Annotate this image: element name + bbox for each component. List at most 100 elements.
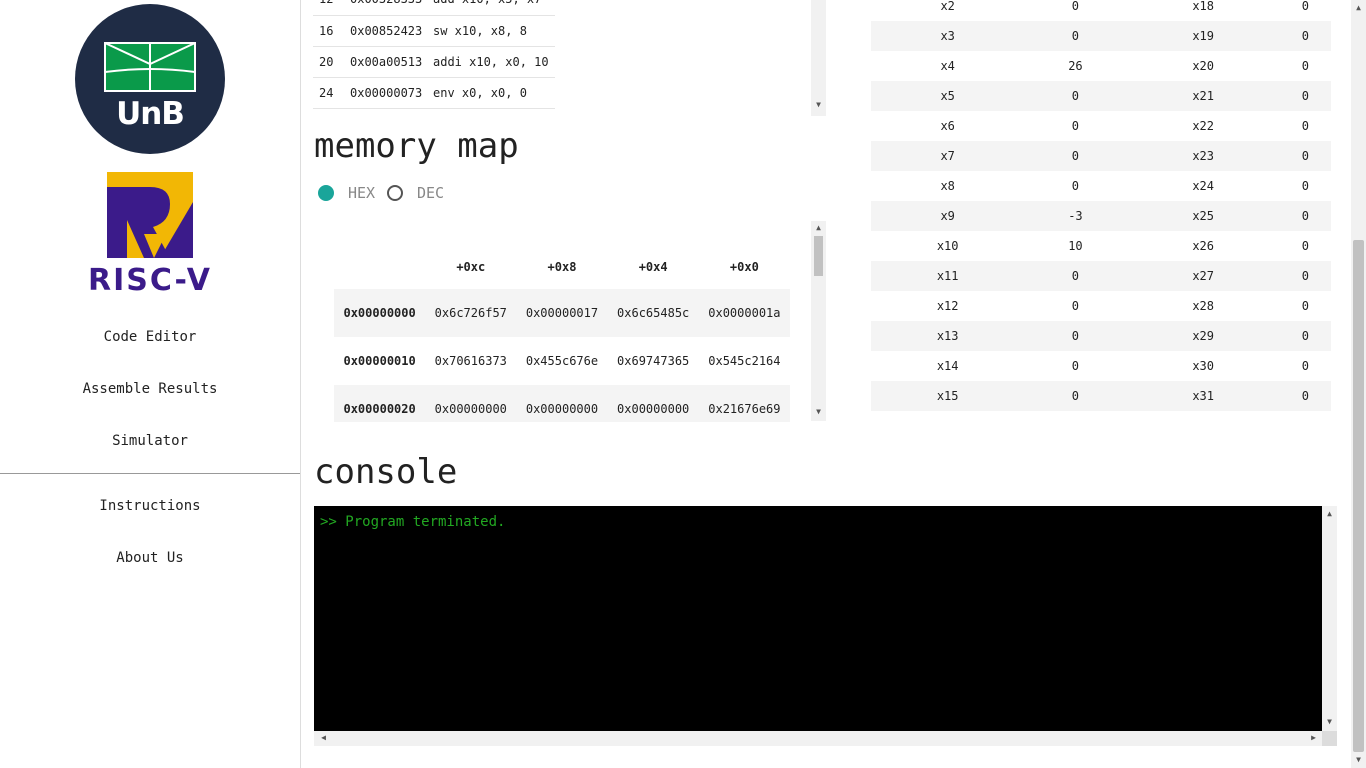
instruction-hex: 0x00852423 (350, 15, 433, 47)
dec-radio-label[interactable]: DEC (417, 184, 445, 202)
scroll-down-arrow-icon[interactable]: ▼ (1356, 755, 1361, 764)
instruction-row: 120x00328333add x10, x5, x7 (313, 0, 555, 16)
scroll-down-arrow-icon[interactable]: ▼ (816, 100, 821, 109)
unb-flag-icon (104, 42, 196, 92)
console-horizontal-scrollbar[interactable]: ◀ ▶ (314, 731, 1322, 746)
instruction-hex: 0x00328333 (350, 0, 433, 16)
register-value: 0 (1071, 359, 1080, 373)
memory-cell: 0x69747365 (617, 354, 690, 368)
register-name: x15 (871, 381, 1025, 411)
register-name: x13 (871, 321, 1025, 351)
scroll-up-arrow-icon[interactable]: ▲ (1356, 3, 1361, 12)
register-value: 0 (1279, 141, 1331, 171)
register-name: x19 (1126, 21, 1280, 51)
register-value: 0 (1024, 21, 1127, 51)
register-name: x21 (1126, 81, 1280, 111)
register-value: 0 (1071, 299, 1080, 313)
memory-column-header: +0x4 (638, 259, 668, 274)
scrollbar-corner (1322, 731, 1337, 746)
console-vertical-scrollbar[interactable]: ▲ ▼ (1322, 506, 1337, 731)
sidebar: UnB RISC-V Code Editor Assemble Results … (0, 0, 301, 768)
riscv-logo-text: RISC-V (88, 263, 212, 294)
console-title: console (314, 452, 458, 492)
instruction-hex: 0x00a00513 (350, 46, 433, 78)
register-value: 0 (1024, 141, 1127, 171)
memory-cell: 0x21676e69 (698, 385, 790, 422)
scroll-down-arrow-icon[interactable]: ▼ (1327, 717, 1332, 726)
memory-column-header (334, 244, 425, 289)
register-name: x27 (1126, 261, 1280, 291)
register-value: 0 (1301, 0, 1310, 13)
hex-radio[interactable] (318, 185, 334, 201)
memory-cell: 0x545c2164 (708, 354, 781, 368)
register-name: x11 (871, 261, 1025, 291)
register-name: x25 (1126, 201, 1280, 231)
register-value: 0 (1071, 119, 1080, 133)
nav-code-editor[interactable]: Code Editor (103, 329, 197, 345)
register-value: 0 (1301, 299, 1310, 313)
register-name: x2 (940, 0, 955, 13)
register-name: x30 (1192, 359, 1214, 373)
register-value: 0 (1071, 0, 1080, 13)
scroll-down-arrow-icon[interactable]: ▼ (816, 407, 821, 416)
memory-cell: 0x00000000 (607, 385, 699, 422)
page-scroll-thumb[interactable] (1353, 240, 1364, 752)
register-value: 0 (1279, 261, 1331, 291)
memory-column-header: +0x8 (547, 259, 577, 274)
register-name: x20 (1192, 59, 1214, 73)
scroll-right-arrow-icon[interactable]: ▶ (1311, 733, 1316, 742)
memory-column-header: +0x0 (729, 259, 759, 274)
register-value: 0 (1301, 239, 1310, 253)
memory-scrollbar[interactable]: ▲ ▼ (811, 221, 826, 421)
register-row: x2 0 x18 0 (871, 0, 1331, 21)
dec-radio[interactable] (387, 185, 403, 201)
memory-row-address: 0x00000010 (343, 354, 416, 368)
memory-cell: 0x70616373 (434, 354, 507, 368)
nav-about-us[interactable]: About Us (116, 550, 184, 566)
register-value: 26 (1068, 59, 1083, 73)
instruction-address: 20 (313, 46, 350, 78)
instruction-asm: add x10, x5, x7 (433, 0, 555, 16)
riscv-logo: RISC-V (88, 172, 212, 294)
register-value: 0 (1279, 321, 1331, 351)
scroll-up-arrow-icon[interactable]: ▲ (816, 223, 821, 232)
register-value: 0 (1024, 321, 1127, 351)
register-name: x23 (1126, 141, 1280, 171)
register-value: -3 (1024, 201, 1127, 231)
memory-scroll-thumb[interactable] (814, 236, 823, 276)
nav-simulator[interactable]: Simulator (112, 433, 188, 449)
register-name: x28 (1192, 299, 1214, 313)
register-name: x22 (1192, 119, 1214, 133)
page-scrollbar[interactable]: ▲ ▼ (1351, 0, 1366, 768)
register-name: x10 (936, 239, 959, 253)
register-value: 0 (1279, 81, 1331, 111)
register-name: x6 (940, 119, 955, 133)
scroll-up-arrow-icon[interactable]: ▲ (1327, 509, 1332, 518)
instruction-hex: 0x00000073 (350, 77, 433, 109)
register-name: x18 (1192, 0, 1214, 13)
scroll-left-arrow-icon[interactable]: ◀ (321, 733, 326, 742)
memory-cell: 0x00000000 (425, 385, 517, 422)
nav-assemble-results[interactable]: Assemble Results (82, 381, 218, 397)
register-value: 0 (1024, 381, 1127, 411)
unb-logo-text: UnB (116, 96, 185, 132)
memory-cell: 0x6c726f57 (425, 289, 517, 337)
nav-instructions[interactable]: Instructions (99, 498, 201, 514)
instruction-scrollbar[interactable]: ▼ (811, 0, 826, 116)
hex-radio-label[interactable]: HEX (348, 184, 376, 202)
console-output[interactable]: >> Program terminated. (314, 506, 1322, 731)
